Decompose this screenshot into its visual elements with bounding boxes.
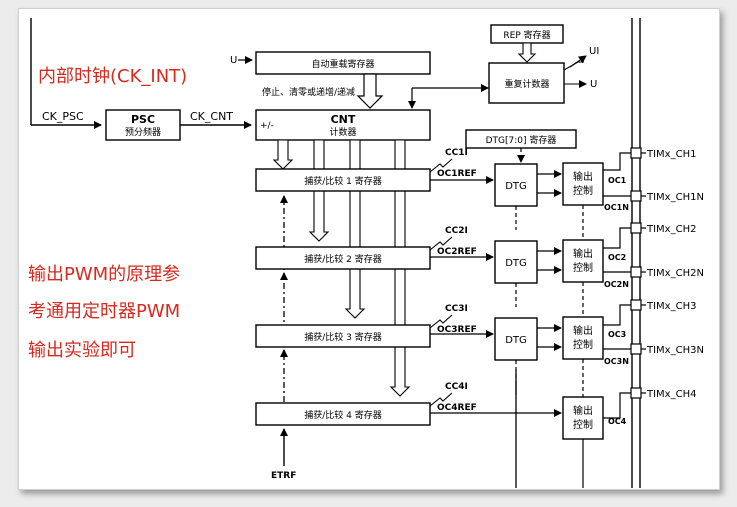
ocref-label: OC3REF	[437, 325, 477, 335]
auto-reload-label: 自动重载寄存器	[311, 58, 374, 70]
output-control-label: 输出	[573, 404, 593, 417]
dtg-register-label: DTG[7:0] 寄存器	[486, 134, 557, 146]
cci-label: CC4I	[445, 382, 468, 392]
pin-label: TIMx_CH3N	[646, 345, 704, 356]
ccr-label: 捕获/比较 1 寄存器	[304, 175, 381, 187]
output-control-label: 控制	[573, 261, 593, 274]
ccr-1: 捕获/比较 1 寄存器 CC1I OC1REF	[255, 148, 477, 192]
cnt-subtitle: 计数器	[329, 126, 356, 138]
dtg-1: DTG	[430, 163, 562, 230]
pin-timx-ch3n: TIMx_CH3N OC3N	[603, 343, 704, 366]
dead-time-generators: DTG DTG DTG	[430, 148, 562, 488]
dtg-label: DTG	[505, 258, 527, 269]
cci-signal-icon	[429, 392, 453, 407]
ck-cnt-label: CK_CNT	[190, 110, 233, 123]
output-control-label: 控制	[573, 338, 593, 351]
u-input-label: U	[230, 55, 237, 66]
repetition-counter: 重复计数器	[488, 62, 565, 104]
stop-clear-label: 停止、清零或递增/递减	[262, 86, 355, 98]
repetition-counter-label: 重复计数器	[504, 78, 549, 90]
ocref-label: OC4REF	[437, 403, 477, 413]
pin-label: TIMx_CH4	[646, 389, 696, 400]
cci-label: CC1I	[445, 148, 468, 158]
pin-pad	[630, 387, 642, 399]
output-pins: TIMx_CH1OC1TIMx_CH1NOC1NTIMx_CH2OC2TIMx_…	[603, 147, 704, 426]
ccr-label: 捕获/比较 3 寄存器	[304, 331, 381, 343]
ccr-4: 捕获/比较 4 寄存器 CC4I OC4REF	[255, 382, 477, 426]
pin-pad	[630, 299, 642, 311]
output-control-label: 输出	[573, 324, 593, 337]
ccr-label: 捕获/比较 4 寄存器	[304, 409, 381, 421]
pin-label: TIMx_CH2	[646, 224, 696, 235]
note-pwm-line-2: 考通用定时器PWM	[28, 301, 181, 322]
bus-lines	[30, 18, 641, 488]
pin-label: TIMx_CH1N	[646, 192, 704, 203]
rep-register: REP 寄存器	[490, 24, 564, 44]
output-control-label: 输出	[573, 170, 593, 183]
pin-pad	[630, 266, 642, 278]
cnt-title: CNT	[331, 113, 356, 126]
pin-label: TIMx_CH2N	[646, 268, 704, 279]
psc-subtitle: 预分频器	[125, 126, 161, 138]
output-control-label: 控制	[573, 184, 593, 197]
u-output-label: U	[590, 79, 597, 90]
ccr-2: 捕获/比较 2 寄存器 CC2I OC2REF	[255, 226, 477, 270]
auto-reload-register: 自动重载寄存器	[255, 51, 431, 75]
cci-signal-icon	[429, 314, 453, 329]
oc-label: OC3	[608, 330, 626, 339]
pin-label: TIMx_CH3	[646, 301, 696, 312]
pin-pad	[630, 147, 642, 159]
ui-label: UI	[589, 46, 599, 57]
ccr-label: 捕获/比较 2 寄存器	[304, 253, 381, 265]
dtg-2: DTG	[430, 240, 562, 307]
dtg-3: DTG	[430, 317, 562, 384]
ccr-3: 捕获/比较 3 寄存器 CC3I OC3REF	[255, 304, 477, 348]
ocref-label: OC2REF	[437, 247, 477, 257]
dtg-label: DTG	[505, 181, 527, 192]
cci-label: CC2I	[445, 226, 468, 236]
note-pwm-line-1: 输出PWM的原理参	[28, 264, 181, 285]
oc-label: OC3N	[604, 357, 629, 366]
rep-register-label: REP 寄存器	[503, 29, 550, 41]
oc-label: OC1N	[604, 203, 629, 212]
cci-signal-icon	[429, 158, 453, 173]
cci-label: CC3I	[445, 304, 468, 314]
capture-compare-registers: 捕获/比较 1 寄存器 CC1I OC1REF 捕获/比较 2 寄存器 CC2I OC2R…	[255, 148, 477, 426]
pin-label: TIMx_CH1	[646, 149, 696, 160]
pin-pad	[630, 343, 642, 355]
etrf-label: ETRF	[271, 471, 296, 481]
oc-label: OC4	[608, 417, 627, 426]
oc-label: OC1	[608, 176, 627, 185]
oc-label: OC2N	[604, 280, 629, 289]
oc-label: OC2	[608, 253, 626, 262]
ocref-label: OC1REF	[437, 169, 477, 179]
ck-psc-label: CK_PSC	[42, 110, 84, 123]
cnt-block: CNT 计数器 +/-	[255, 109, 431, 141]
psc-block: PSC 预分频器	[105, 109, 181, 141]
dtg-label: DTG	[505, 335, 527, 346]
dtg-register: DTG[7:0] 寄存器	[465, 129, 577, 149]
note-pwm-line-3: 输出实验即可	[28, 340, 136, 361]
pin-timx-ch2n: TIMx_CH2N OC2N	[603, 266, 704, 289]
output-control-label: 输出	[573, 247, 593, 260]
pin-timx-ch1n: TIMx_CH1N OC1N	[603, 190, 704, 212]
note-internal-clock: 内部时钟(CK_INT)	[38, 66, 188, 87]
pin-pad	[630, 190, 642, 202]
cci-signal-icon	[429, 236, 453, 251]
pin-pad	[630, 222, 642, 234]
cnt-sign: +/-	[260, 121, 274, 131]
output-control-label: 控制	[573, 418, 593, 431]
psc-title: PSC	[131, 113, 155, 126]
